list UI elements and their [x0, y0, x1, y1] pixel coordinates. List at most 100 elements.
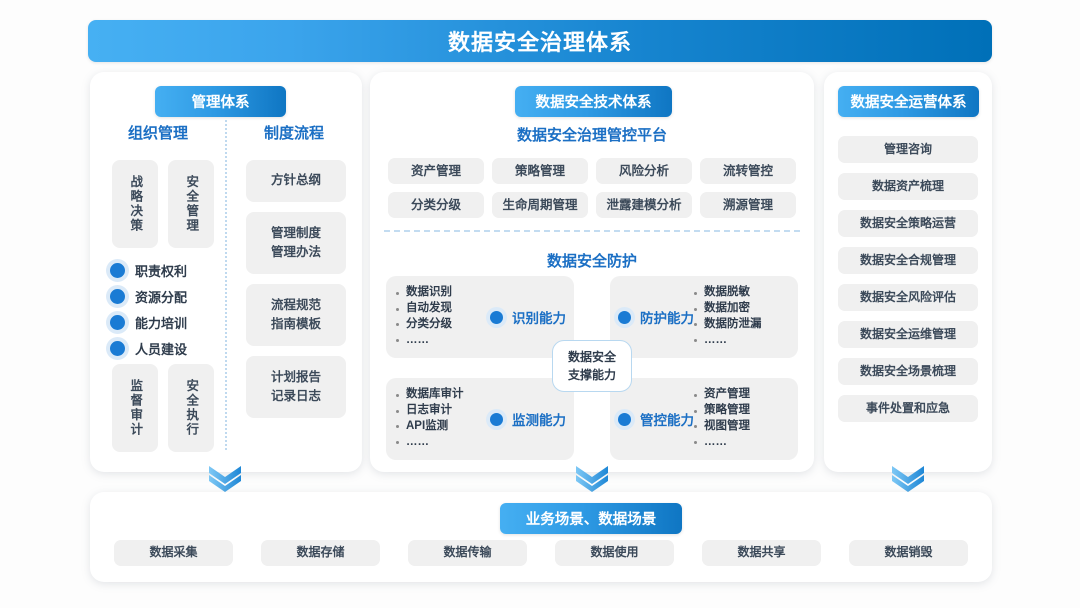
panel-business-scenarios: 业务场景、数据场景 数据采集 数据存储 数据传输 数据使用 数据共享 数据销毁 — [90, 492, 992, 582]
panel-operations-system: 数据安全运营体系 管理咨询 数据资产梳理 数据安全策略运营 数据安全合规管理 数… — [824, 72, 992, 472]
process-item-plan-report: 计划报告记录日志 — [246, 356, 346, 418]
list-item: …… — [694, 333, 790, 349]
vbox-security-management: 安全管理 — [168, 160, 214, 248]
diagram-title: 数据安全治理体系 — [447, 30, 632, 55]
scenario-item-destruction: 数据销毁 — [849, 540, 968, 566]
panel-technical-system: 数据安全技术体系 数据安全治理管控平台 资产管理 策略管理 风险分析 流转管控 … — [370, 72, 814, 472]
item-label: 分类分级 — [406, 318, 452, 330]
capability-box-protection: 数据脱敏 数据加密 数据防泄漏 …… 防护能力 — [610, 276, 798, 358]
platform-capability-grid: 资产管理 策略管理 风险分析 流转管控 分类分级 生命周期管理 泄露建模分析 溯… — [388, 158, 796, 218]
list-item: 策略管理 — [694, 403, 790, 419]
list-item: 数据库审计 — [396, 387, 490, 403]
bullet-label: 资源分配 — [135, 289, 188, 305]
bullet-label: 职责权利 — [135, 263, 188, 279]
badge-operations-system: 数据安全运营体系 — [838, 86, 979, 117]
list-item: …… — [396, 435, 490, 451]
item-label: …… — [406, 333, 429, 346]
bullet-label: 人员建设 — [135, 341, 188, 357]
center-label-line2: 支撑能力 — [567, 368, 616, 382]
list-item: 自动发现 — [396, 301, 490, 317]
bullet-dot-icon — [110, 288, 125, 304]
tick-icon — [396, 425, 399, 429]
item-label: 策略管理 — [704, 404, 750, 417]
item-label: 资产管理 — [704, 388, 750, 401]
capability-title: 防护能力 — [640, 311, 694, 326]
item-label: 数据识别 — [406, 286, 452, 299]
tick-icon — [396, 323, 399, 327]
operations-item-ops-management: 数据安全运维管理 — [838, 321, 978, 348]
capability-title: 监测能力 — [512, 413, 566, 428]
list-item: …… — [396, 333, 490, 349]
org-bullet-list: 职责权利 资源分配 能力培训 人员建设 — [106, 257, 226, 361]
bullet-dot-icon — [110, 314, 125, 330]
tick-icon — [694, 409, 697, 413]
operations-item-list: 管理咨询 数据资产梳理 数据安全策略运营 数据安全合规管理 数据安全风险评估 数… — [838, 136, 978, 432]
list-item: 分类分级 — [396, 317, 490, 333]
heading-governance-platform: 数据安全治理管控平台 — [516, 127, 667, 144]
tick-icon — [694, 307, 697, 311]
platform-item-flow-control: 流转管控 — [700, 158, 796, 184]
left-panel-heading-row: 组织管理 制度流程 — [90, 122, 362, 143]
vbox-supervision-audit: 监督审计 — [112, 364, 158, 452]
list-item: 能力培训 — [106, 309, 226, 335]
section-divider — [384, 230, 800, 232]
list-item: 日志审计 — [396, 403, 490, 419]
capability-title: 管控能力 — [640, 413, 694, 428]
tick-icon — [396, 291, 399, 295]
scenario-item-transfer: 数据传输 — [408, 540, 527, 566]
list-item: 资源分配 — [106, 283, 226, 309]
item-label: 视图管理 — [704, 420, 750, 432]
center-support-capability-node: 数据安全 支撑能力 — [552, 340, 632, 392]
list-item: 资产管理 — [694, 387, 790, 403]
list-item: …… — [694, 435, 790, 451]
platform-item-lifecycle: 生命周期管理 — [492, 192, 588, 218]
tick-icon — [694, 441, 697, 445]
platform-item-asset-management: 资产管理 — [388, 158, 484, 184]
bullet-dot-icon — [110, 262, 125, 278]
operations-item-asset-inventory: 数据资产梳理 — [838, 173, 978, 200]
process-item-management-rules: 管理制度管理办法 — [246, 212, 346, 274]
capability-box-identification: 数据识别 自动发现 分类分级 …… 识别能力 — [386, 276, 574, 358]
item-label: …… — [406, 435, 429, 448]
list-item: 数据防泄漏 — [694, 317, 790, 333]
chevron-down-icon — [892, 466, 924, 492]
operations-item-incident-response: 事件处置和应急 — [838, 395, 978, 422]
operations-item-risk-assessment: 数据安全风险评估 — [838, 284, 978, 311]
center-label-line1: 数据安全 — [567, 350, 616, 364]
scenario-item-usage: 数据使用 — [555, 540, 674, 566]
tick-icon — [396, 441, 399, 445]
diagram-title-bar: 数据安全治理体系 — [88, 20, 992, 62]
panel-management-system: 管理体系 组织管理 制度流程 战略决策 安全管理 职责权利 资源分配 能力培训 — [90, 72, 362, 472]
tick-icon — [694, 393, 697, 397]
capability-item-list: 资产管理 策略管理 视图管理 …… — [694, 387, 798, 450]
tick-icon — [694, 291, 697, 295]
process-item-policy-outline: 方针总纲 — [246, 160, 346, 202]
process-item-process-spec: 流程规范指南模板 — [246, 284, 346, 346]
heading-org-management: 组织管理 — [127, 125, 188, 142]
item-label: 数据库审计 — [406, 388, 464, 401]
tick-icon — [396, 409, 399, 413]
capability-box-monitoring: 数据库审计 日志审计 API监测 …… 监测能力 — [386, 378, 574, 460]
scenario-item-sharing: 数据共享 — [702, 540, 821, 566]
scenario-item-storage: 数据存储 — [261, 540, 380, 566]
operations-item-consulting: 管理咨询 — [838, 136, 978, 163]
tick-icon — [396, 339, 399, 343]
item-label: 日志审计 — [406, 404, 452, 417]
capability-dot-icon — [490, 412, 503, 426]
capability-item-list: 数据脱敏 数据加密 数据防泄漏 …… — [694, 285, 798, 348]
badge-management-system: 管理体系 — [155, 86, 286, 117]
item-label: 数据加密 — [704, 302, 750, 315]
item-label: …… — [704, 435, 727, 448]
capability-dot-icon — [490, 310, 503, 324]
operations-item-policy-operation: 数据安全策略运营 — [838, 210, 978, 237]
scenario-item-collection: 数据采集 — [114, 540, 233, 566]
platform-item-traceability: 溯源管理 — [700, 192, 796, 218]
list-item: 数据识别 — [396, 285, 490, 301]
list-item: 数据脱敏 — [694, 285, 790, 301]
list-item: 视图管理 — [694, 419, 790, 435]
left-panel-vertical-divider — [225, 120, 227, 450]
platform-item-risk-analysis: 风险分析 — [596, 158, 692, 184]
chevron-down-icon — [209, 466, 241, 492]
list-item: 职责权利 — [106, 257, 226, 283]
